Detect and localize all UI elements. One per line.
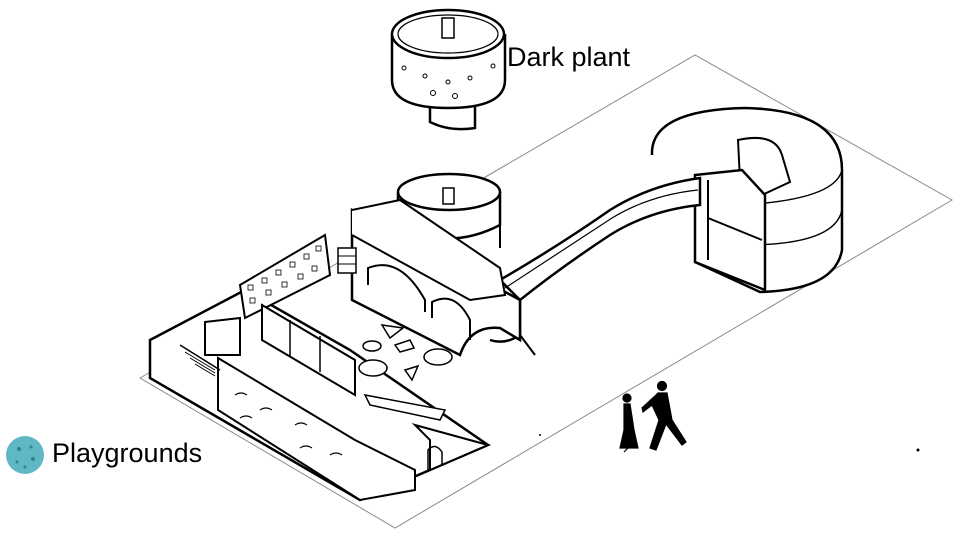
arched-wing xyxy=(337,198,522,357)
ground-mark xyxy=(539,434,541,436)
ground-mark xyxy=(916,448,920,452)
playgrounds-label: Playgrounds xyxy=(52,438,203,468)
playground-block xyxy=(148,233,492,502)
ground-plane xyxy=(139,54,954,529)
walking-people-icon xyxy=(619,380,687,453)
playground-marker-icon xyxy=(6,436,44,474)
ramp-bridge xyxy=(489,176,702,356)
right-drum xyxy=(650,106,844,294)
dark-plant-volume xyxy=(390,8,507,131)
dark-plant-label: Dark plant xyxy=(507,42,631,72)
